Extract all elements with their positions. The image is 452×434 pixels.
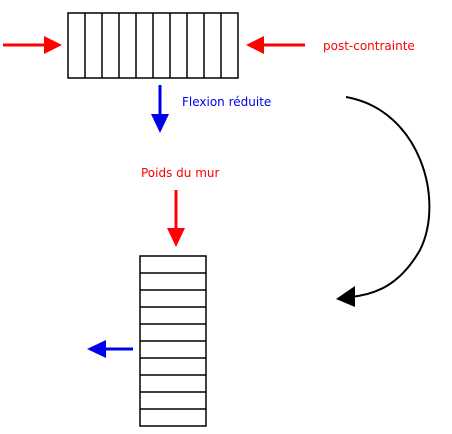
post-contrainte-label: post-contrainte bbox=[323, 39, 415, 53]
horizontal-wall-block bbox=[67, 12, 239, 79]
vertical-block-divisions bbox=[140, 272, 206, 410]
lateral-arrow-left bbox=[87, 340, 133, 358]
vertical-wall-block bbox=[139, 255, 207, 427]
post-tension-arrow-left bbox=[3, 36, 62, 54]
rotation-curve-arrow bbox=[336, 96, 431, 307]
bending-arrow-down bbox=[151, 85, 169, 133]
wall-weight-arrow-down bbox=[167, 190, 185, 247]
post-tension-arrow-right bbox=[246, 36, 305, 54]
horizontal-block-divisions bbox=[84, 13, 222, 78]
poids-du-mur-label: Poids du mur bbox=[141, 166, 220, 180]
flexion-reduite-label: Flexion réduite bbox=[182, 95, 272, 109]
